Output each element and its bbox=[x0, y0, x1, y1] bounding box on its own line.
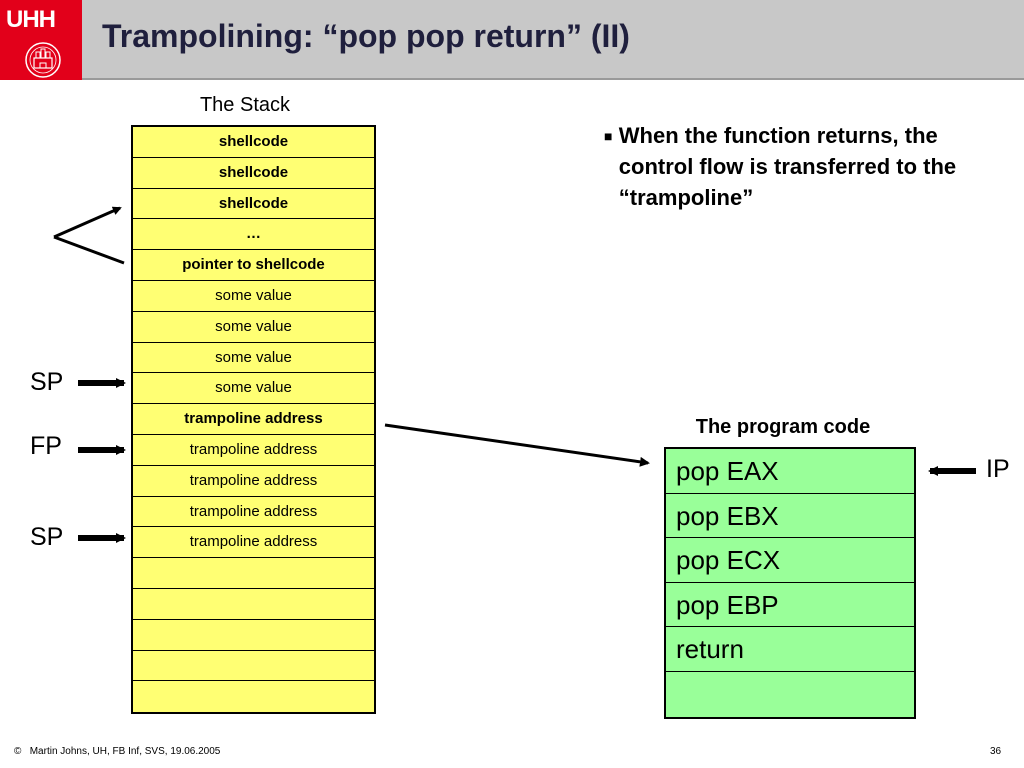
stack-cell bbox=[133, 620, 374, 651]
city-seal-icon bbox=[25, 42, 61, 78]
stack-label: The Stack bbox=[199, 94, 291, 116]
copyright-icon: © bbox=[14, 746, 22, 757]
program-code-label: The program code bbox=[695, 416, 871, 438]
shellcode-pointer-wedge bbox=[53, 206, 125, 265]
stack-cell: shellcode bbox=[133, 158, 374, 189]
footer-credit: © Martin Johns, UH, FB Inf, SVS, 19.06.2… bbox=[14, 746, 220, 757]
sp-bottom-label: SP bbox=[30, 523, 64, 551]
bullet-point: ■ When the function returns, the control… bbox=[604, 120, 1014, 213]
stack-cell bbox=[133, 681, 374, 712]
slide-title: Trampolining: “pop pop return” (II) bbox=[102, 18, 630, 54]
code-cell: return bbox=[666, 627, 914, 672]
code-cell: pop EBP bbox=[666, 583, 914, 628]
stack-cell bbox=[133, 589, 374, 620]
logo-text: UHH bbox=[6, 6, 56, 33]
trampoline-arrow-icon bbox=[384, 423, 650, 467]
code-cell: pop EBX bbox=[666, 494, 914, 539]
stack-cell bbox=[133, 558, 374, 589]
fp-label: FP bbox=[30, 432, 62, 460]
stack-cell: … bbox=[133, 219, 374, 251]
stack-cell: trampoline address bbox=[133, 497, 374, 528]
university-logo: UHH bbox=[0, 0, 82, 80]
stack-cell: some value bbox=[133, 373, 374, 405]
ip-label: IP bbox=[986, 455, 1010, 483]
stack-cell: some value bbox=[133, 281, 374, 312]
stack-cell: some value bbox=[133, 312, 374, 343]
code-cell bbox=[666, 672, 914, 717]
stack-cell: trampoline address bbox=[133, 404, 374, 435]
header-bar: UHH Trampolining: “pop pop return” (II) bbox=[0, 0, 1024, 80]
stack-cell bbox=[133, 651, 374, 682]
stack-cell: some value bbox=[133, 343, 374, 374]
stack-cell: pointer to shellcode bbox=[133, 250, 374, 281]
code-cell: pop EAX bbox=[666, 449, 914, 494]
stack-cell: trampoline address bbox=[133, 527, 374, 559]
stack-cell: trampoline address bbox=[133, 435, 374, 466]
bullet-text: When the function returns, the control f… bbox=[618, 123, 957, 210]
stack-cell: shellcode bbox=[133, 189, 374, 220]
stack-cell: shellcode bbox=[133, 127, 374, 158]
footer-credit-text: Martin Johns, UH, FB Inf, SVS, 19.06.200… bbox=[29, 746, 221, 757]
stack-cell: trampoline address bbox=[133, 466, 374, 497]
bullet-square-icon: ■ bbox=[604, 128, 613, 144]
page-number: 36 bbox=[990, 746, 1002, 757]
sp-top-label: SP bbox=[30, 368, 64, 396]
code-cell: pop ECX bbox=[666, 538, 914, 583]
